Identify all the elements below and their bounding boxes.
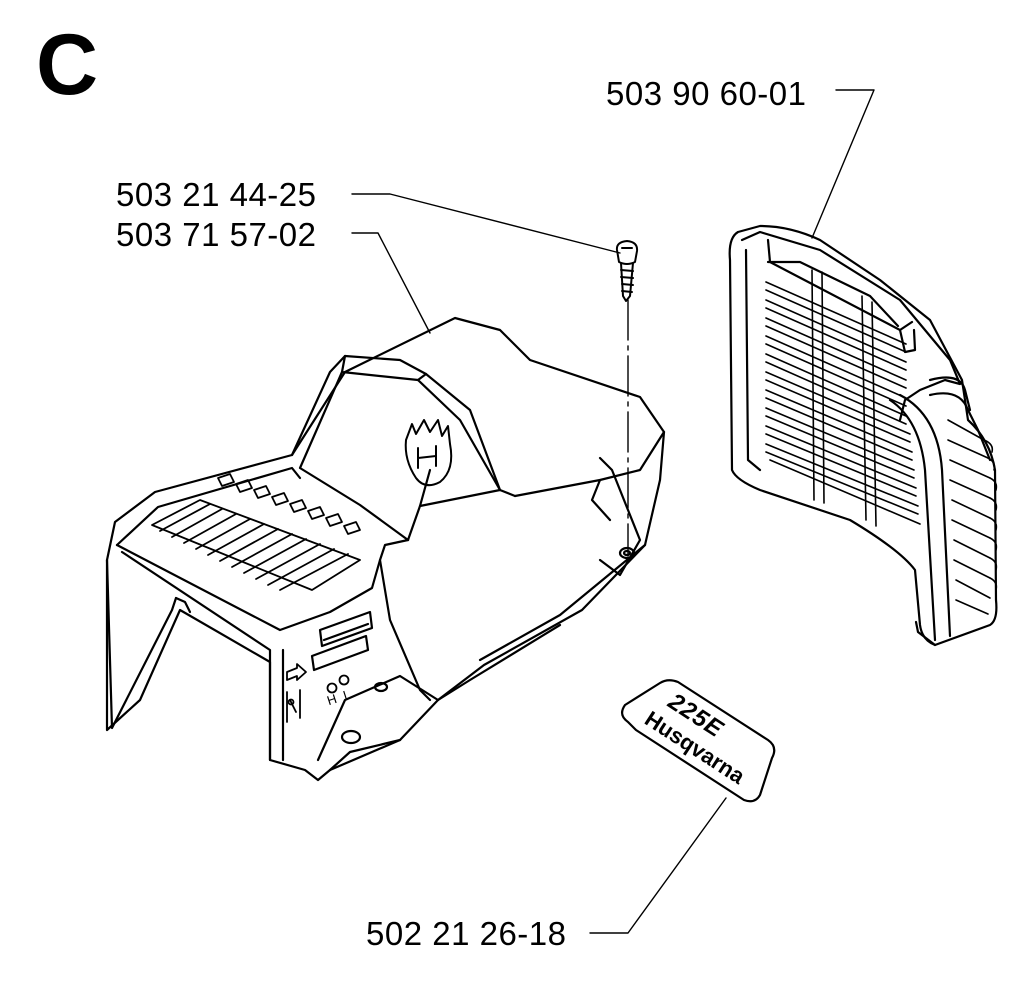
section-letter: C — [36, 17, 99, 113]
part-number-decal: 502 21 26-18 — [366, 915, 567, 952]
leader-screw — [351, 193, 621, 254]
grille-slats — [765, 269, 998, 615]
air-grille-part — [728, 224, 998, 647]
choke-marking — [326, 674, 350, 694]
cover-vent-grid — [151, 473, 361, 591]
cylinder-cover-part — [105, 316, 666, 782]
leader-lines — [351, 89, 875, 934]
decal-part — [621, 679, 776, 803]
leader-air-grille — [811, 89, 875, 239]
part-number-cylinder-cover: 503 71 57-02 — [116, 216, 317, 253]
choke-lever-icon — [286, 689, 301, 723]
leader-decal — [589, 797, 727, 934]
part-number-screw: 503 21 44-25 — [116, 176, 317, 213]
screw-part — [615, 240, 639, 302]
husqvarna-crown-logo-icon — [404, 419, 453, 487]
leader-cylinder-cover — [351, 232, 431, 334]
arrow-right-icon — [286, 663, 307, 681]
part-number-air-grille: 503 90 60-01 — [606, 75, 807, 112]
decal-text-group: 225E Husqvarna — [620, 688, 790, 800]
